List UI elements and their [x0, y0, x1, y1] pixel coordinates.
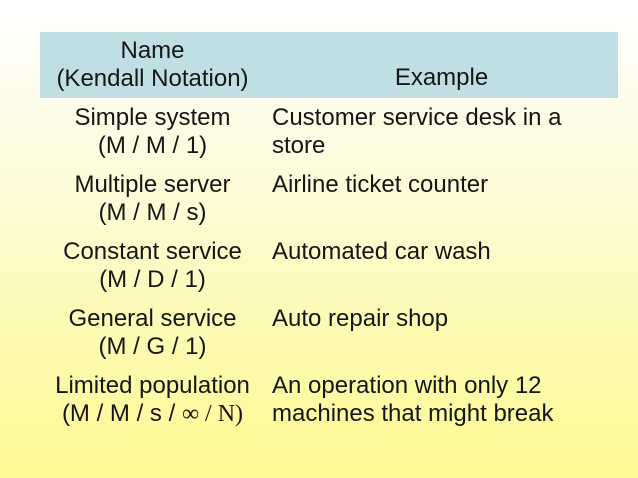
- row-name-cell: General service (M / G / 1): [40, 305, 265, 361]
- kendall-notation: (M / M / s): [98, 199, 207, 226]
- table-row: Limited population (M / M / s / ∞ / N) A…: [40, 366, 618, 433]
- table-row: Simple system (M / M / 1) Customer servi…: [40, 98, 618, 165]
- row-name-cell: Multiple server (M / M / s): [40, 171, 265, 227]
- header-example-label: Example: [394, 64, 489, 91]
- row-example-cell: Customer service desk in a store: [272, 104, 562, 159]
- system-name: Simple system: [74, 104, 231, 131]
- system-name: General service: [68, 305, 237, 332]
- system-name: Multiple server: [74, 171, 231, 198]
- kendall-notation: (M / M / s / ∞ / N): [61, 400, 244, 427]
- table-header-row: Name (Kendall Notation) Example: [40, 32, 618, 98]
- row-name-cell: Simple system (M / M / 1): [40, 104, 265, 160]
- table-row: General service (M / G / 1) Auto repair …: [40, 299, 618, 366]
- row-example-cell: Auto repair shop: [272, 305, 449, 332]
- row-name-cell: Limited population (M / M / s / ∞ / N): [40, 372, 265, 428]
- row-example-cell: An operation with only 12 machines that …: [272, 372, 554, 427]
- kendall-notation-table: Name (Kendall Notation) Example Simple s…: [40, 32, 618, 433]
- table-row: Multiple server (M / M / s) Airline tick…: [40, 165, 618, 232]
- table-row: Constant service (M / D / 1) Automated c…: [40, 232, 618, 299]
- row-example-cell: Airline ticket counter: [272, 171, 489, 198]
- kendall-notation: (M / M / 1): [97, 132, 208, 159]
- system-name: Constant service: [63, 238, 242, 265]
- header-example-column: Example: [265, 32, 618, 98]
- row-name-cell: Constant service (M / D / 1): [40, 238, 265, 294]
- infinity-n-serif-notation: ∞ / N): [181, 401, 244, 427]
- kendall-notation: (M / D / 1): [99, 266, 206, 293]
- kendall-notation: (M / G / 1): [98, 333, 207, 360]
- system-name: Limited population: [55, 372, 250, 399]
- row-example-cell: Automated car wash: [272, 238, 491, 265]
- header-name-column: Name (Kendall Notation): [56, 37, 249, 92]
